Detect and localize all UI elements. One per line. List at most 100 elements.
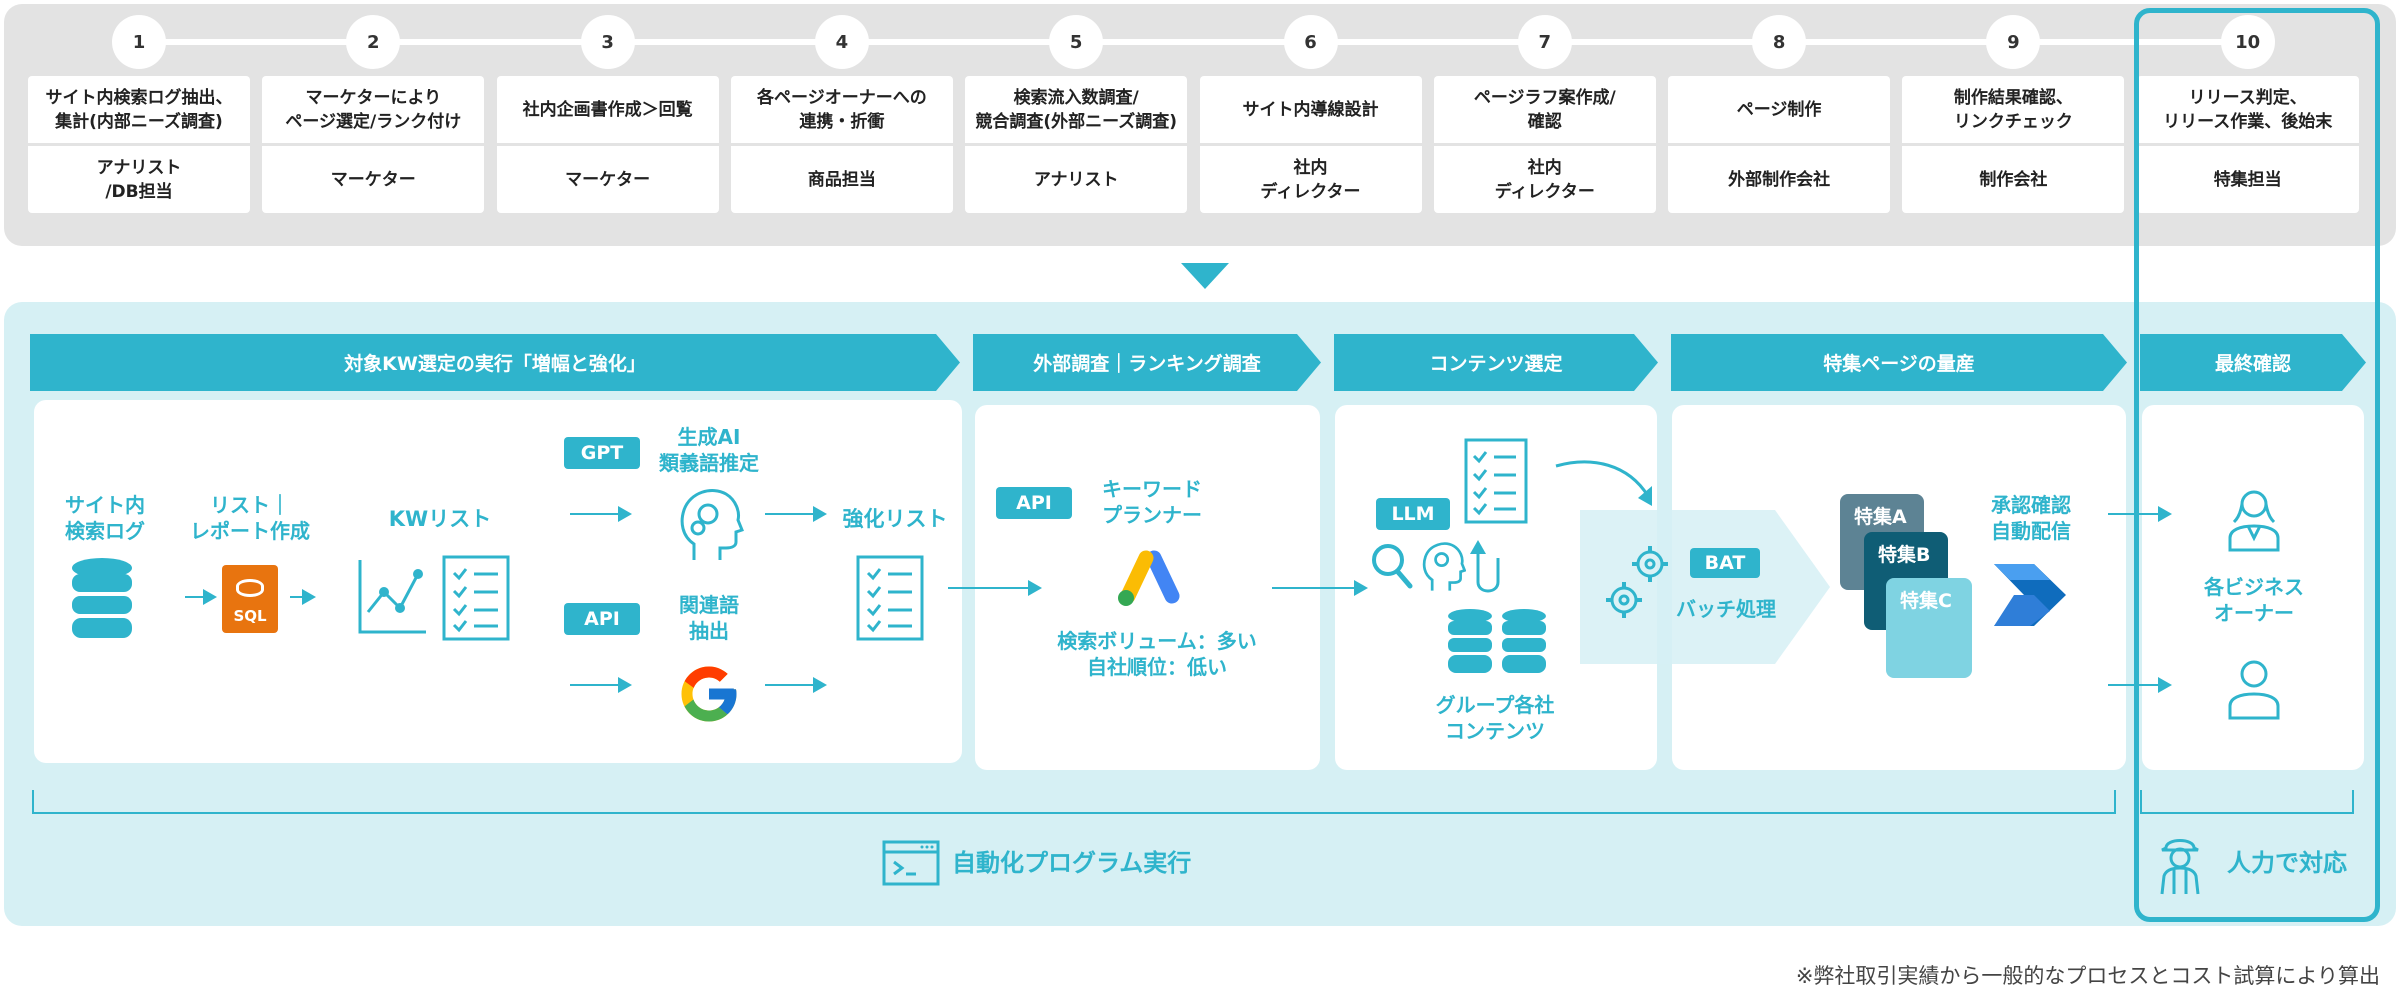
phase-header-external-research: 外部調査｜ランキング調査 — [973, 334, 1321, 391]
arrow-icon — [765, 506, 827, 522]
step-owner: 特集担当 — [2136, 146, 2359, 213]
sql-file-icon: SQL — [222, 565, 278, 633]
automation-label: 自動化プログラム実行 — [952, 849, 1192, 877]
phase-header-content-selection: コンテンツ選定 — [1334, 334, 1658, 391]
google-ads-logo-icon — [1118, 550, 1180, 606]
ai-head-icon — [680, 489, 744, 560]
magnifier-icon — [1372, 544, 1413, 589]
power-automate-icon — [1994, 564, 2066, 626]
gpt-tag: GPT — [564, 437, 640, 469]
footnote: ※弊社取引実績から一般的なプロセスとコスト試算により算出 — [1795, 964, 2380, 988]
step-number-circle: 1 — [112, 15, 166, 69]
arrow-icon — [570, 677, 632, 693]
group-contents-label: グループ各社 コンテンツ — [1435, 693, 1555, 743]
step-task: ページ制作 — [1668, 76, 1891, 143]
checklist-icon — [856, 555, 924, 641]
step-owner: 社内 ディレクター — [1433, 146, 1656, 213]
arrow-icon — [2108, 506, 2172, 522]
panel-final-check — [2142, 405, 2364, 770]
step-owner: 制作会社 — [1902, 146, 2125, 213]
bat-tag: BAT — [1690, 548, 1760, 578]
down-arrow-icon — [1181, 263, 1229, 289]
step-owner: アナリスト /DB担当 — [28, 146, 250, 213]
gen-ai-label: 生成AI 類義語推定 — [659, 425, 759, 475]
phase-label: 特集ページの量産 — [1823, 353, 1975, 375]
person-icon — [2228, 660, 2280, 720]
business-owners-label: 各ビジネス オーナー — [2204, 575, 2304, 625]
step-task: ページラフ案作成/ 確認 — [1433, 76, 1656, 143]
step-owner: マーケター — [496, 146, 719, 213]
step-number-circle: 9 — [1986, 15, 2041, 69]
phase-label: 最終確認 — [2214, 353, 2291, 375]
worker-icon — [2160, 839, 2200, 895]
step-task: リリース判定、 リリース作業、後始末 — [2136, 76, 2359, 143]
phase-label: コンテンツ選定 — [1429, 353, 1563, 375]
step-task: サイト内検索ログ抽出、 集計(内部ニーズ調査) — [28, 76, 250, 143]
kw-list-label: KWリスト — [388, 507, 492, 531]
arrow-icon — [1272, 580, 1368, 596]
feature-page-c: 特集C — [1886, 578, 1972, 678]
step-task: サイト内導線設計 — [1199, 76, 1422, 143]
step-owner: 商品担当 — [730, 146, 953, 213]
step-owner: マーケター — [262, 146, 485, 213]
db-glyph — [236, 579, 264, 597]
search-volume-result: 検索ボリューム：多い 自社順位：低い — [1057, 629, 1257, 679]
u-turn-arrow-icon — [1470, 540, 1500, 593]
arrow-icon — [185, 589, 217, 605]
businesswoman-icon — [2228, 490, 2280, 552]
step-task: 検索流入数調査/ 競合調査(外部ニーズ調査) — [965, 76, 1188, 143]
sql-label: SQL — [233, 607, 267, 625]
manual-label: 人力で対応 — [2227, 849, 2347, 877]
arrow-icon — [570, 506, 632, 522]
phase-header-final-check: 最終確認 — [2140, 334, 2366, 391]
step-task: 制作結果確認、 リンクチェック — [1902, 76, 2125, 143]
line-chart-icon — [358, 560, 426, 634]
step-number-circle: 3 — [580, 15, 635, 69]
phase-header-mass-production: 特集ページの量産 — [1671, 334, 2127, 391]
checklist-icon — [442, 555, 510, 641]
step-task: 各ページオーナーへの 連携・折衝 — [730, 76, 953, 143]
phase-label: 対象KW選定の実行「増幅と強化」 — [344, 353, 646, 375]
arrow-icon — [2108, 677, 2172, 693]
step-task: マーケターにより ページ選定/ランク付け — [262, 76, 485, 143]
approval-delivery-label: 承認確認 自動配信 — [1991, 493, 2071, 543]
automation-bracket — [32, 790, 2116, 814]
llm-tag: LLM — [1376, 498, 1450, 530]
databases-icon — [1448, 609, 1546, 673]
step-number-circle: 8 — [1752, 15, 1807, 69]
step-number-circle: 2 — [346, 15, 401, 69]
manual-bracket — [2140, 790, 2354, 814]
step-number-circle: 10 — [2220, 15, 2275, 69]
google-logo-icon — [681, 666, 737, 722]
phase-header-kw-selection: 対象KW選定の実行「増幅と強化」 — [30, 334, 960, 391]
panel-kw-selection — [34, 400, 962, 763]
checklist-icon — [1464, 438, 1528, 524]
arrow-icon — [765, 677, 827, 693]
phase-label: 外部調査｜ランキング調査 — [1033, 353, 1261, 375]
arrow-icon — [948, 580, 1042, 596]
ai-head-icon — [1422, 542, 1466, 591]
keyword-planner-label: キーワード プランナー — [1102, 477, 1202, 527]
database-icon — [72, 558, 132, 638]
step-task: 社内企画書作成＞回覧 — [496, 76, 719, 143]
manual-step-highlight-frame — [2134, 8, 2380, 922]
step-owner: 社内 ディレクター — [1199, 146, 1422, 213]
arrow-icon — [290, 589, 316, 605]
enhanced-list-label: 強化リスト — [842, 507, 948, 531]
curved-arrow-icon — [1555, 460, 1652, 506]
step-number-circle: 4 — [814, 15, 869, 69]
steps-connector-line — [141, 39, 2253, 45]
step-number-circle: 7 — [1517, 15, 1572, 69]
step-owner: アナリスト — [965, 146, 1188, 213]
api-tag: API — [996, 487, 1072, 519]
api-tag: API — [564, 603, 640, 635]
step-owner: 外部制作会社 — [1668, 146, 1891, 213]
search-log-label: サイト内 検索ログ — [65, 493, 145, 543]
batch-process-label: バッチ処理 — [1676, 597, 1776, 621]
step-number-circle: 5 — [1049, 15, 1104, 69]
list-report-label: リスト｜ レポート作成 — [190, 493, 310, 543]
terminal-icon — [882, 840, 940, 886]
gears-icon — [1606, 546, 1668, 618]
related-words-label: 関連語 抽出 — [679, 593, 739, 643]
step-number-circle: 6 — [1283, 15, 1338, 69]
